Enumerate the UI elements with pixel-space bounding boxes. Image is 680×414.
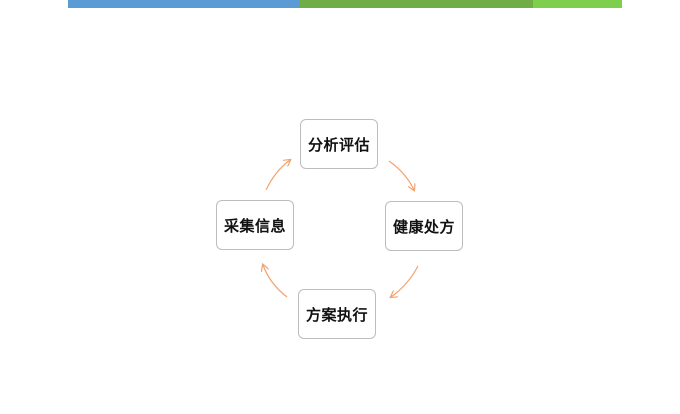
node-analysis-evaluation: 分析评估 — [300, 119, 378, 169]
node-label: 采集信息 — [223, 216, 286, 235]
arrow-right-to-bottom — [391, 265, 419, 297]
node-health-prescription: 健康处方 — [385, 201, 463, 251]
top-bar-green-segment — [300, 0, 533, 8]
node-collect-information: 采集信息 — [216, 200, 294, 250]
arrow-bottom-to-left — [263, 265, 288, 298]
top-bar-light-green-segment — [533, 0, 622, 8]
node-label: 分析评估 — [307, 135, 370, 154]
arrow-left-to-top — [265, 160, 290, 191]
node-label: 方案执行 — [305, 305, 368, 324]
node-label: 健康处方 — [392, 217, 455, 236]
node-plan-execution: 方案执行 — [298, 289, 376, 339]
top-bar-blue-segment — [68, 0, 300, 8]
arrow-top-to-right — [388, 160, 414, 190]
top-color-bar — [68, 0, 622, 8]
